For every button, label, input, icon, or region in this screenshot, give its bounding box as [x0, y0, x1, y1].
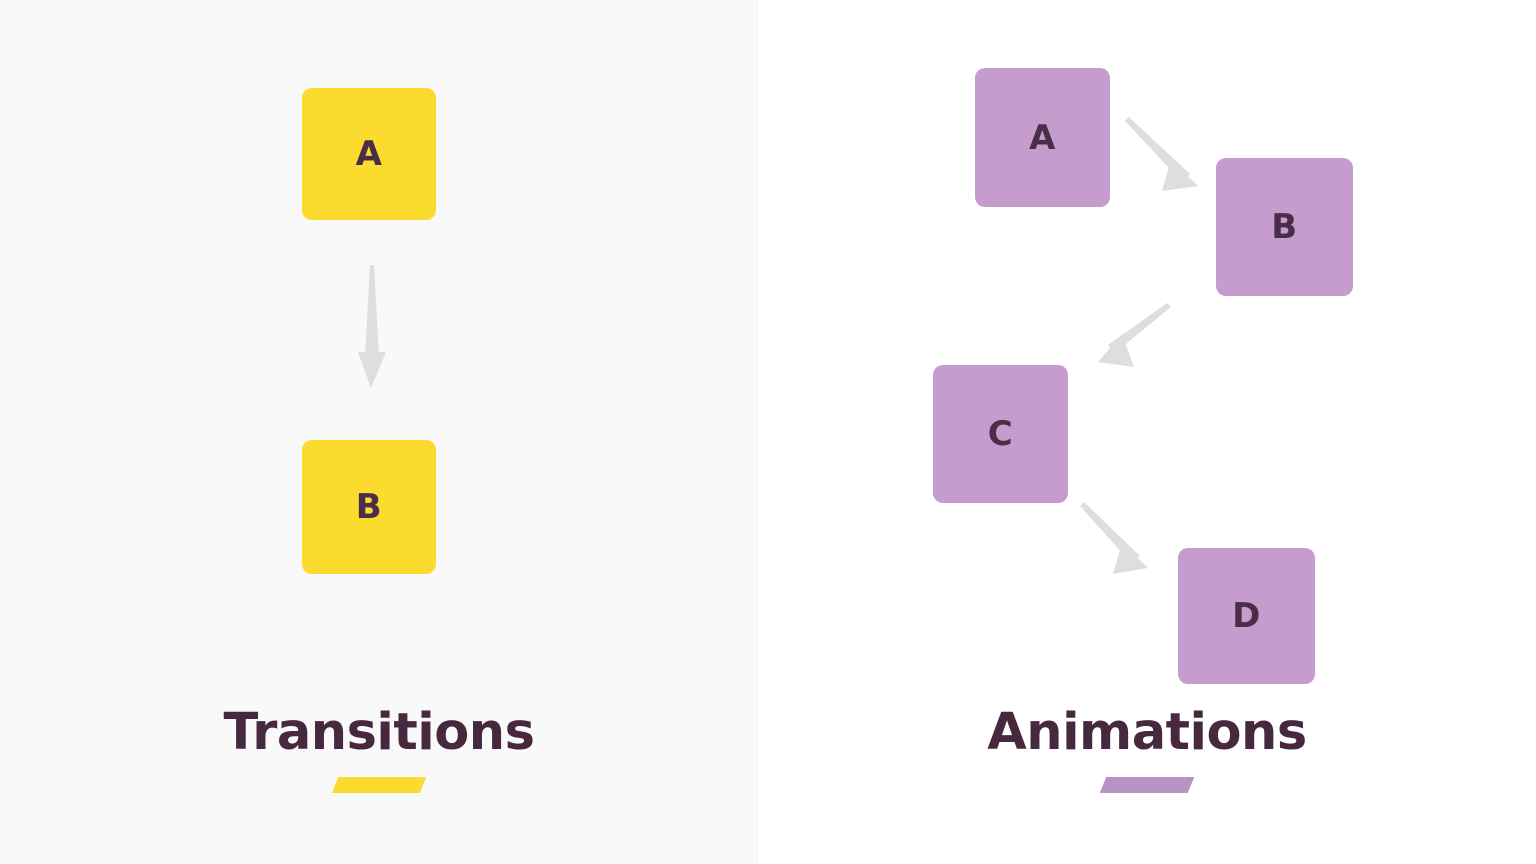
node-animations-a[interactable]: A	[975, 68, 1110, 207]
node-animations-b[interactable]: B	[1216, 158, 1353, 296]
title-underline-accent	[331, 776, 427, 793]
arrow-c-to-d	[1080, 502, 1148, 574]
arrow-head-icon	[1113, 543, 1148, 574]
panel-divider	[757, 0, 758, 864]
animations-caption-block: Animations	[758, 706, 1536, 793]
arrow-shaft	[1080, 502, 1140, 564]
arrow-a-to-b	[1125, 117, 1198, 191]
arrow-a-to-b	[358, 265, 386, 388]
transitions-diagram: A B	[0, 0, 758, 700]
transitions-caption-block: Transitions	[0, 706, 758, 793]
arrow-shaft	[1125, 117, 1190, 182]
arrow-head-icon	[1098, 334, 1134, 367]
animations-diagram: A B C D	[758, 0, 1536, 700]
node-label: D	[1232, 596, 1261, 636]
node-label: B	[355, 487, 383, 527]
arrow-head-icon	[358, 352, 386, 388]
panel-title-animations: Animations	[987, 703, 1307, 762]
node-animations-c[interactable]: C	[933, 365, 1068, 503]
node-label: A	[355, 134, 383, 174]
title-underline-accent	[1099, 776, 1195, 793]
node-label: B	[1271, 207, 1298, 247]
node-animations-d[interactable]: D	[1178, 548, 1315, 684]
arrow-shaft	[1108, 303, 1171, 353]
animations-arrow-layer	[1080, 117, 1198, 574]
node-transitions-b[interactable]: B	[302, 440, 436, 574]
panel-transitions: A B Transitions	[0, 0, 758, 864]
panel-animations: A B C D Animations	[758, 0, 1536, 864]
node-label: C	[987, 414, 1014, 454]
panel-title-transitions: Transitions	[223, 703, 535, 762]
node-transitions-a[interactable]: A	[302, 88, 436, 220]
node-label: A	[1029, 117, 1056, 158]
arrow-head-icon	[1162, 160, 1198, 191]
arrow-b-to-c	[1098, 303, 1171, 367]
arrow-shaft	[365, 265, 379, 358]
